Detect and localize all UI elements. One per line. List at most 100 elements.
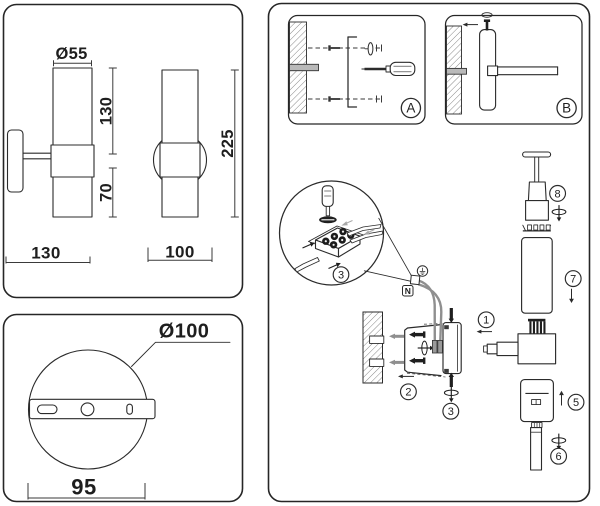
- mount-bracket-strip: [28, 398, 156, 420]
- dim-lower-height-label: 70: [97, 183, 115, 202]
- dim-lower-height: 70: [97, 167, 117, 218]
- wire-ends-right: [341, 220, 384, 244]
- screw-rotation-icon: [551, 204, 567, 223]
- insert-up-arrow: [559, 390, 564, 406]
- screwdriver-vertical-icon: [321, 185, 334, 217]
- glass-shade-part: [521, 237, 553, 314]
- dim-plate-diameter: Ø100: [131, 320, 231, 367]
- step-b-label: B: [562, 101, 571, 116]
- wiring-detail-bubble: 3: [278, 180, 385, 286]
- terminal-connector: [409, 274, 421, 286]
- dim-shade-height: 130: [97, 67, 117, 155]
- callout-7-label: 7: [570, 274, 576, 286]
- callout-3-label: 3: [448, 406, 454, 418]
- detail-callout-label: 3: [338, 270, 344, 282]
- dim-plate-diameter-label: Ø100: [159, 320, 210, 342]
- wire-terminal: [437, 339, 443, 354]
- lamp-side-view: [6, 67, 95, 218]
- step-b-panel: B: [444, 12, 583, 125]
- supply-wire: [417, 279, 436, 343]
- dim-shade-diameter-label: Ø55: [55, 45, 87, 63]
- earth-symbol-icon: [416, 265, 429, 277]
- exploded-parts: 8 7 1: [476, 151, 585, 471]
- dim-total-height-label: 225: [219, 129, 237, 157]
- spec-panel: Ø55 130 70 130 225: [2, 3, 244, 299]
- t-handle: [522, 151, 552, 158]
- backplate-screw-top: [448, 308, 454, 323]
- step-a-panel: A: [287, 14, 426, 125]
- align-dash-bottom: [406, 372, 446, 378]
- dim-shade-diameter: Ø55: [53, 45, 92, 67]
- driver-box-part: [520, 379, 554, 428]
- install-panel: A B: [267, 2, 591, 503]
- step-a-label: A: [406, 101, 415, 116]
- arm-end-nub: [483, 345, 488, 353]
- callout-2-label: 2: [405, 387, 411, 399]
- lamp-arm: [496, 341, 519, 357]
- wall-section-main: [362, 311, 383, 384]
- dim-width-label: 100: [165, 243, 195, 262]
- bracket-center-screw-icon: [417, 340, 435, 356]
- dim-shade-height-label: 130: [97, 97, 115, 125]
- backplate-tab: [444, 325, 449, 330]
- bracket-screw-icon: [409, 357, 426, 364]
- callout-1-badge: [477, 311, 495, 329]
- wall-anchor-hole-top: [369, 335, 385, 344]
- upper-shade-side: [52, 67, 93, 146]
- base-panel: Ø100 95: [2, 313, 244, 503]
- screw-glyph-bottom: [328, 96, 343, 102]
- socket-housing: [517, 333, 557, 365]
- rotation-ellipse-icon: [319, 216, 337, 224]
- callout-5-badge: [567, 393, 585, 411]
- mount-bracket-a: [347, 36, 358, 108]
- bracket-direction-arrow: [398, 374, 414, 379]
- backplate-tab: [444, 368, 449, 373]
- callout-3-badge: [442, 402, 460, 420]
- wall-anchor-hole-bottom: [369, 358, 385, 367]
- center-band-side: [50, 144, 95, 178]
- dim-total-height: 225: [219, 69, 239, 218]
- detail-leader-line: [363, 270, 412, 282]
- base-panel-border: [2, 313, 244, 503]
- wall-anchor-bar-b: [446, 67, 467, 75]
- attach-left-arrow: [476, 329, 492, 334]
- callout-6-label: 6: [556, 451, 562, 463]
- keyhole-slot: [36, 404, 58, 415]
- step-a-badge: [400, 97, 422, 119]
- box-connector: [531, 422, 543, 428]
- mount-bracket-main: [404, 324, 442, 377]
- wire-terminal: [431, 339, 438, 354]
- callout-1-label: 1: [483, 315, 489, 327]
- wall-anchor-bar-a: [289, 63, 319, 72]
- screw-slot: [126, 403, 133, 415]
- callout-5-label: 5: [573, 397, 579, 409]
- dim-depth-label: 130: [31, 244, 61, 263]
- lamp-front-view: [152, 69, 208, 218]
- insert-down-arrow: [569, 288, 574, 303]
- top-screw-icon: [481, 12, 493, 31]
- step-a-border: [287, 14, 426, 125]
- step-b-border: [444, 14, 583, 125]
- lamp-body-part: [483, 318, 557, 365]
- arm-end-cap: [486, 343, 498, 355]
- slide-left-arrow: [462, 22, 478, 27]
- lamp-arm-b: [487, 65, 559, 77]
- install-panel-border: [267, 2, 591, 503]
- flathead-screw-icon: [364, 42, 374, 56]
- detail-callout-badge: [332, 266, 350, 283]
- lamp-backplate-main: [442, 322, 462, 375]
- anchor-screw-icon: [389, 359, 404, 366]
- center-band-front: [159, 142, 201, 178]
- neutral-label: N: [405, 286, 411, 296]
- supply-wire: [417, 283, 443, 343]
- lower-shade-side: [52, 176, 93, 218]
- dim-depth: 130: [5, 244, 91, 264]
- dim-mount-spacing-label: 95: [71, 475, 96, 500]
- step-b-badge: [556, 97, 577, 119]
- wall-mount-assembly: N 3 2: [362, 265, 462, 420]
- screwdriver-icon: [361, 61, 416, 77]
- callout-8-badge: [549, 184, 567, 202]
- wire-end-left: [294, 242, 341, 273]
- collar-flange: [522, 224, 552, 232]
